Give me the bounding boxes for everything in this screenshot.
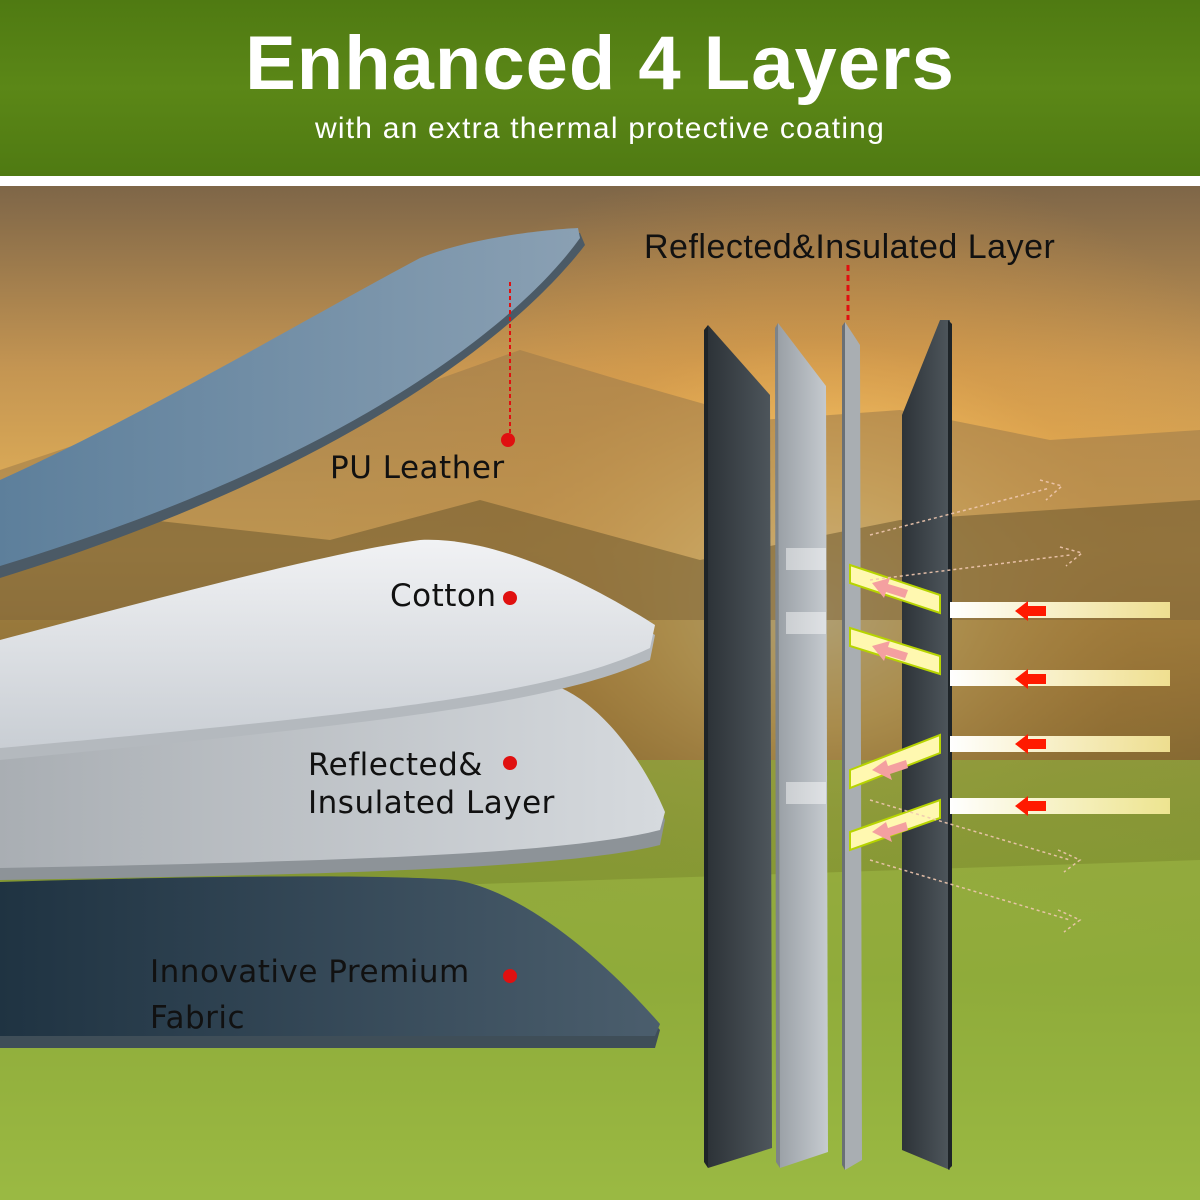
reflected-beams bbox=[786, 548, 941, 852]
leather-layer bbox=[0, 228, 580, 566]
label-reflected-insulated-panel: Reflected&Insulated Layer bbox=[644, 228, 1056, 266]
header-banner: Enhanced 4 Layers with an extra thermal … bbox=[0, 0, 1200, 176]
label-reflected-line2: Insulated Layer bbox=[308, 785, 555, 821]
pu-marker-dot bbox=[501, 433, 515, 447]
cotton-marker-dot bbox=[503, 591, 517, 605]
page-title: Enhanced 4 Layers bbox=[245, 21, 955, 106]
layers-illustration bbox=[0, 186, 1200, 1200]
panel-cotton bbox=[775, 323, 828, 1168]
outgoing-dashed-arrows bbox=[869, 479, 1084, 933]
label-pu-leather: PU Leather bbox=[330, 450, 505, 486]
fabric-marker-dot bbox=[503, 969, 517, 983]
reflected-marker-dot bbox=[503, 756, 517, 770]
label-fabric-line1: Innovative Premium bbox=[150, 954, 470, 990]
heat-beams bbox=[950, 601, 1170, 816]
panel-reflective bbox=[842, 322, 862, 1170]
label-cotton: Cotton bbox=[390, 578, 497, 614]
reflective-layer bbox=[0, 681, 665, 868]
label-fabric-line2: Fabric bbox=[150, 1000, 246, 1036]
label-reflected-line1: Reflected& bbox=[308, 747, 483, 783]
cotton-layer bbox=[0, 539, 655, 748]
fabric-layer bbox=[0, 876, 660, 1036]
page-subtitle: with an extra thermal protective coating bbox=[315, 112, 885, 145]
panel-fabric bbox=[704, 325, 772, 1168]
